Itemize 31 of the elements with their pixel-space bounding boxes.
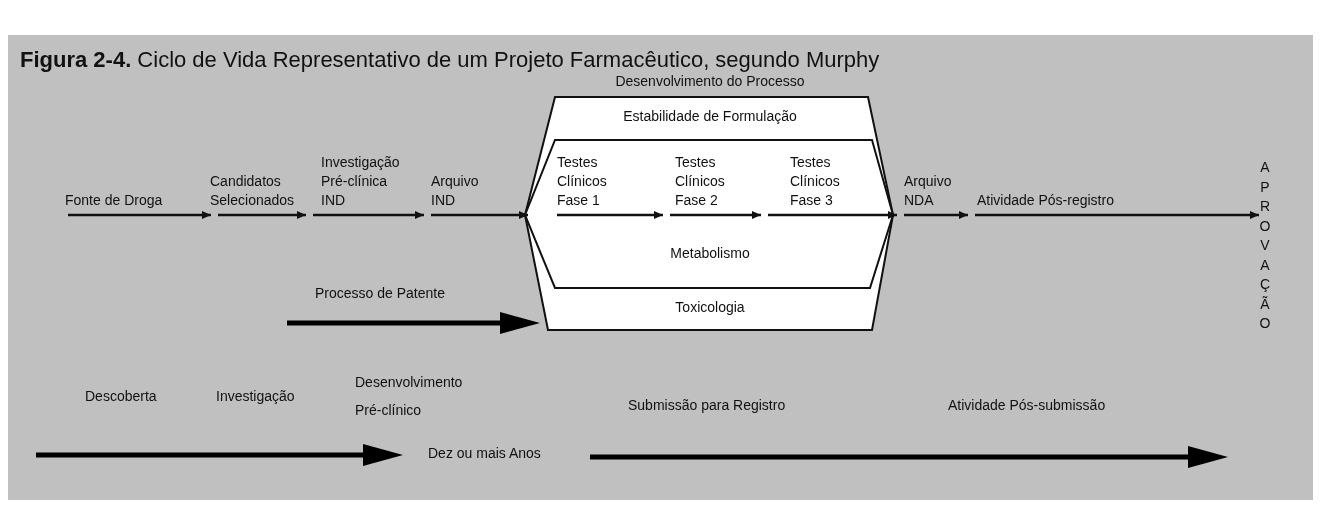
phase-label: Descoberta <box>85 387 157 406</box>
stage-label: Testes Clínicos Fase 2 <box>662 143 760 216</box>
stage-label: Atividade Pós-registro <box>967 185 1258 216</box>
arrow <box>313 211 424 219</box>
duration-label: Dez ou mais Anos <box>428 444 541 463</box>
arrow <box>431 211 528 219</box>
arrow <box>768 211 897 219</box>
arrow-label: Processo de Patente <box>315 284 445 303</box>
arrow <box>218 211 306 219</box>
band-label: Toxicologia <box>674 298 746 317</box>
band-label: Metabolismo <box>669 244 751 263</box>
phase-label: Atividade Pós-submissão <box>948 396 1106 415</box>
arrow <box>557 211 663 219</box>
arrow <box>68 211 211 219</box>
phase-label: Submissão para Registro <box>628 396 786 415</box>
arrow <box>975 211 1259 219</box>
stage-label: Candidatos Selecionados <box>210 166 305 216</box>
stage-label: Arquivo NDA <box>896 166 967 216</box>
phase-label: Investigação <box>216 387 295 406</box>
arrow <box>904 211 968 219</box>
stage-label: Testes Clínicos Fase 3 <box>760 145 896 216</box>
vertical-label: APROVAÇÃO <box>1258 158 1272 334</box>
stage-label: Fonte de Droga <box>60 185 210 216</box>
stage-label: Investigação Pré-clínica IND <box>305 144 423 216</box>
phase-label: Desenvolvimento Pré-clínico <box>355 373 464 420</box>
arrow <box>670 211 761 219</box>
figure-title: Figura 2-4. Ciclo de Vida Representativo de um Projeto Farmacêutico, segundo Murphy <box>20 47 880 73</box>
stage-label: Testes Clínicos Fase 1 <box>527 143 662 216</box>
band-label: Estabilidade de Formulação <box>622 107 798 126</box>
band-heading: Desenvolvimento do Processo <box>614 72 806 91</box>
stage-label: Arquivo IND <box>423 166 527 216</box>
